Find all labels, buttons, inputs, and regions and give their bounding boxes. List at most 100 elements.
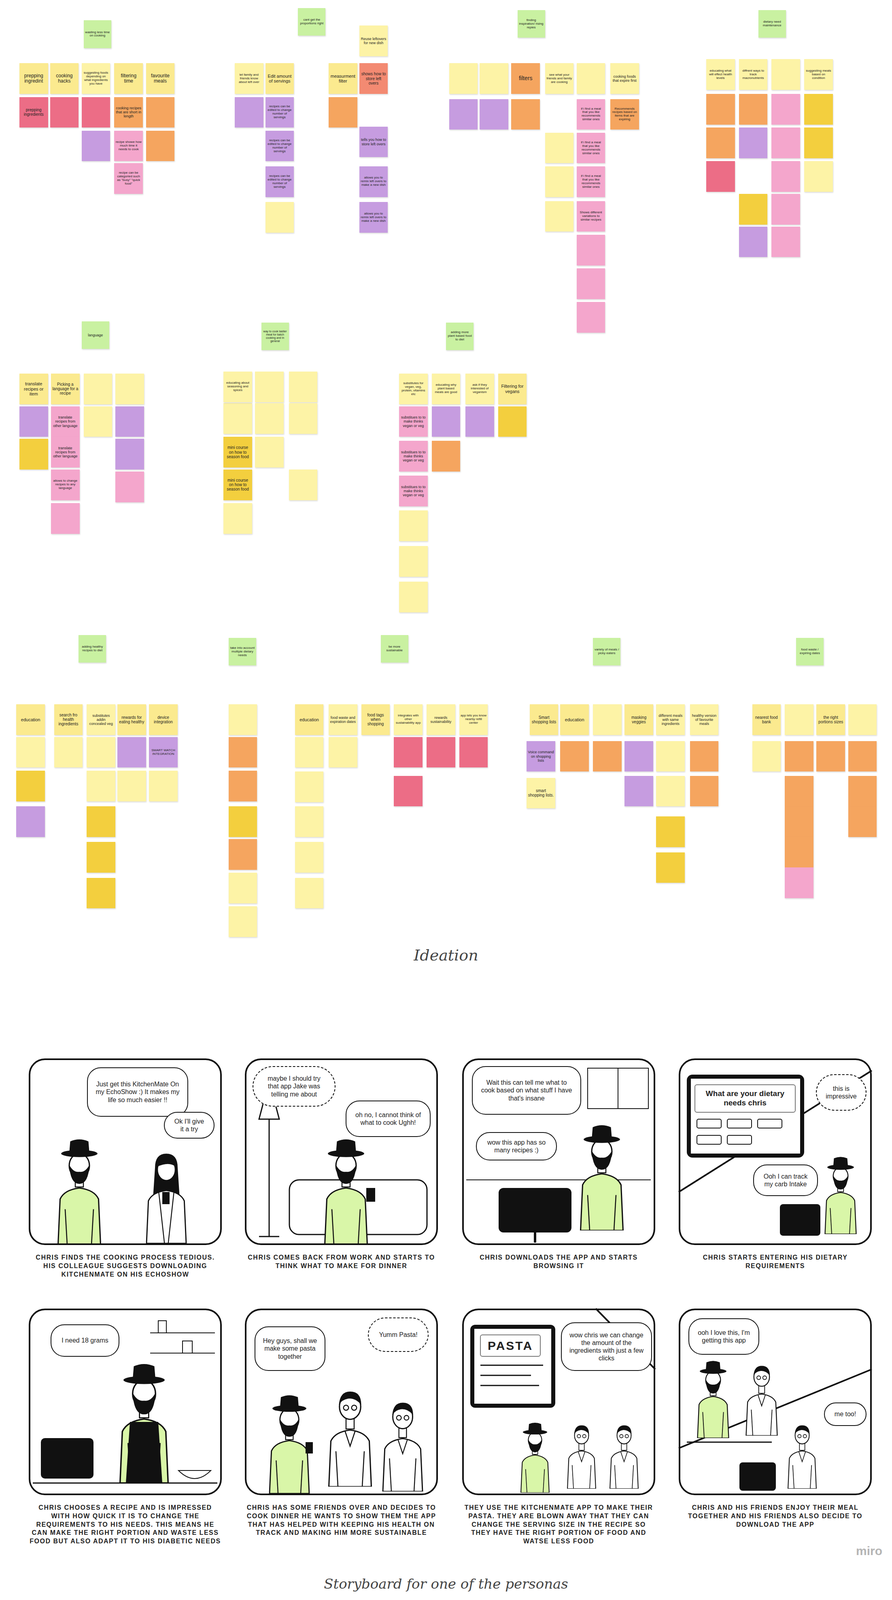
- idea-sticky: cooking foods that expire first: [610, 63, 640, 94]
- node-text: me too!: [832, 1410, 859, 1418]
- node-text: rewards for eating healthy: [118, 715, 145, 725]
- idea-sticky: if i find a meal that you like recommend…: [576, 99, 606, 130]
- sticky-note: [706, 93, 735, 125]
- node-text: cooking recipes that are short in length: [115, 106, 142, 119]
- sticky-note: [804, 127, 833, 159]
- sticky-note: [576, 63, 606, 94]
- sticky-note: [431, 440, 461, 472]
- sticky-note: [148, 770, 178, 802]
- sticky-note: [254, 403, 284, 434]
- sticky-note: [115, 373, 145, 405]
- idea-sticky: education: [560, 704, 589, 735]
- panel-1-drawing: [58, 1139, 187, 1245]
- speech-bubble: oh no, I cannot think of what to cook Ug…: [345, 1100, 431, 1137]
- speech-bubble: me too!: [824, 1402, 867, 1426]
- storyboard-panel: CHRIS CHOOSES A RECIPE AND IS IMPRESSED …: [28, 1308, 222, 1496]
- problem-sticky: wasting less time on cooking: [83, 20, 112, 48]
- node-text: cooking hacks: [51, 73, 78, 85]
- sticky-note: [848, 704, 878, 735]
- node-text: Edit amount of servings: [266, 73, 294, 84]
- idea-sticky: integrates with other sustainability app: [393, 704, 423, 735]
- sticky-note: [784, 775, 814, 807]
- idea-sticky: educating about seasoning and spices: [223, 371, 253, 403]
- node-text: search fro health ingredients: [55, 712, 82, 727]
- idea-sticky: allows you to remix left overs to make a…: [359, 166, 389, 198]
- sticky-note: [228, 770, 258, 802]
- idea-sticky: mini course on how to season food: [223, 469, 253, 501]
- node-text: language: [87, 333, 103, 338]
- sticky-note: [545, 201, 574, 232]
- sticky-note: [228, 872, 258, 904]
- sticky-note: [288, 371, 318, 403]
- idea-sticky: allows to change recipes to any language: [50, 469, 80, 501]
- panel-8-drawing: [678, 1360, 872, 1491]
- storyboard-panel: CHRIS AND HIS FRIENDS ENJOY THEIR MEAL T…: [678, 1308, 872, 1496]
- sticky-note: [228, 736, 258, 768]
- node-text: rewards sustainability: [427, 715, 455, 724]
- idea-sticky: recipes can be edited to change number o…: [265, 97, 295, 128]
- problem-sticky: way to cook tastier meal for batch cooki…: [261, 322, 289, 351]
- node-text: I need 18 grams: [58, 1336, 112, 1345]
- idea-sticky: device integration: [148, 704, 178, 735]
- sticky-note: [83, 406, 113, 438]
- sticky-note: [592, 704, 622, 735]
- speech-bubble: ooh I love this, I'm getting this app: [688, 1318, 760, 1355]
- node-text: app lets you know nearby refill center: [460, 713, 487, 725]
- sticky-note: [784, 836, 814, 868]
- sticky-note: [399, 581, 428, 613]
- sticky-note: [228, 806, 258, 837]
- thought-bubble: maybe I should try that app Jake was tel…: [252, 1066, 336, 1107]
- idea-sticky: prepping ingredients: [19, 97, 49, 128]
- sticky-note: [784, 806, 814, 837]
- node-text: Smart shopping lists: [530, 715, 558, 725]
- sticky-note: [592, 741, 622, 772]
- problem-sticky: cant get the proportions right: [297, 8, 326, 36]
- node-text: Just get this KitchenMate On my EchoShow…: [95, 1080, 181, 1104]
- sticky-note: [739, 93, 768, 125]
- sticky-note: [479, 63, 509, 94]
- idea-sticky: translate recipes or item: [19, 373, 49, 405]
- node-text: wow this app has so many recipes :): [484, 1138, 549, 1154]
- panel-7-drawing: [470, 1308, 656, 1493]
- section-caption: Storyboard for one of the personas: [0, 1575, 892, 1592]
- idea-sticky: education: [295, 704, 324, 735]
- sticky-note: [656, 775, 685, 807]
- storyboard-panel: CHRIS HAS SOME FRIENDS OVER AND DECIDES …: [244, 1308, 438, 1496]
- node-text: substitutes for vegan, veg, protein, vit…: [400, 381, 427, 397]
- node-text: suggesting foods depending on what ingre…: [82, 71, 110, 86]
- problem-sticky: variety of meals / picky eaters: [592, 637, 621, 666]
- node-text: translate recipes or item: [20, 381, 47, 397]
- sticky-note: [328, 97, 358, 128]
- sticky-note: [16, 736, 45, 768]
- sticky-note: [19, 438, 49, 470]
- idea-sticky: allows you to remix left overs to make a…: [359, 201, 389, 233]
- node-text: translate recipes from other language: [52, 415, 79, 428]
- idea-sticky: let family and friends know about left o…: [234, 63, 264, 94]
- app-screen: What are your dietary needs chris: [694, 1084, 796, 1113]
- sticky-note: [399, 545, 428, 577]
- sticky-note: [576, 268, 606, 300]
- idea-sticky: educating why plant based meals are good: [431, 373, 461, 405]
- storyboard-panel: CHRIS COMES BACK FROM WORK AND STARTS TO…: [244, 1058, 438, 1245]
- node-text: substitues to to make thinks vegan or ve…: [400, 415, 427, 428]
- idea-sticky: substitues to to make thinks vegan or ve…: [399, 475, 428, 507]
- node-text: Wait this can tell me what to cook based…: [479, 1078, 574, 1103]
- idea-sticky: nearest food bank: [752, 704, 782, 735]
- node-text: see what your friends and family are coo…: [546, 73, 573, 85]
- problem-sticky: finding inspiration/ rising repies: [517, 10, 546, 38]
- node-text: food waste / expiring dates: [797, 647, 823, 656]
- sticky-note: [254, 371, 284, 403]
- watermark: miro: [833, 1544, 883, 1558]
- storyboard-panel: THEY USE THE KITCHENMATE APP TO MAKE THE…: [462, 1308, 656, 1496]
- sticky-note: [146, 130, 175, 162]
- idea-sticky: Smart shopping lists: [529, 704, 559, 735]
- idea-sticky: SMART WATCH INTEGRATION: [148, 736, 178, 768]
- sticky-note: [86, 877, 116, 909]
- node-text: measurment filter: [329, 73, 357, 84]
- idea-sticky: education: [16, 704, 45, 735]
- sticky-note: [739, 127, 768, 159]
- node-text: different meals with same ingredients: [657, 713, 684, 726]
- sticky-note: [393, 775, 423, 807]
- node-text: tells you how to store left overs: [360, 137, 387, 146]
- node-text: recipe showe how much time it needs to c…: [115, 140, 142, 152]
